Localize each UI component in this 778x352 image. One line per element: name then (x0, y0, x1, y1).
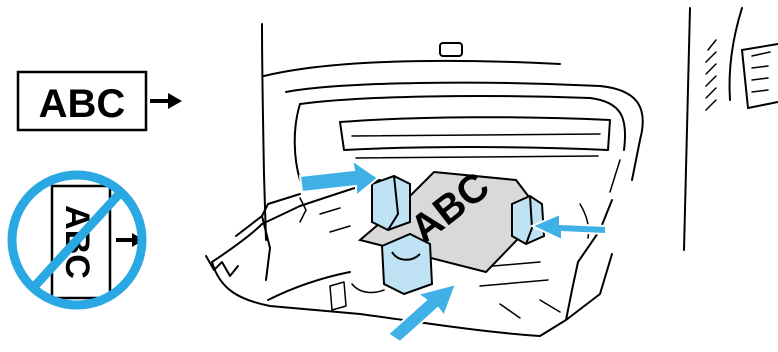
correct-card-text: ABC (39, 82, 126, 126)
incorrect-orientation-example: ABC (12, 175, 144, 305)
feed-direction-arrow-icon (150, 93, 182, 109)
slide-guide-up-arrow-icon (388, 284, 456, 342)
left-paper-guide (372, 176, 410, 230)
correct-orientation-example: ABC (18, 72, 182, 130)
slide-guide-right-arrow-icon (300, 160, 378, 196)
printer-illustration (206, 8, 778, 336)
tray-front-lip (212, 206, 300, 262)
control-button-icon (440, 43, 462, 56)
front-paper-guide (382, 234, 432, 294)
input-opening-inner (300, 96, 625, 150)
right-paper-guide (512, 196, 544, 244)
printer-top-curve (264, 61, 560, 76)
printer-body-right-edge (684, 8, 690, 250)
output-tray (730, 8, 778, 108)
